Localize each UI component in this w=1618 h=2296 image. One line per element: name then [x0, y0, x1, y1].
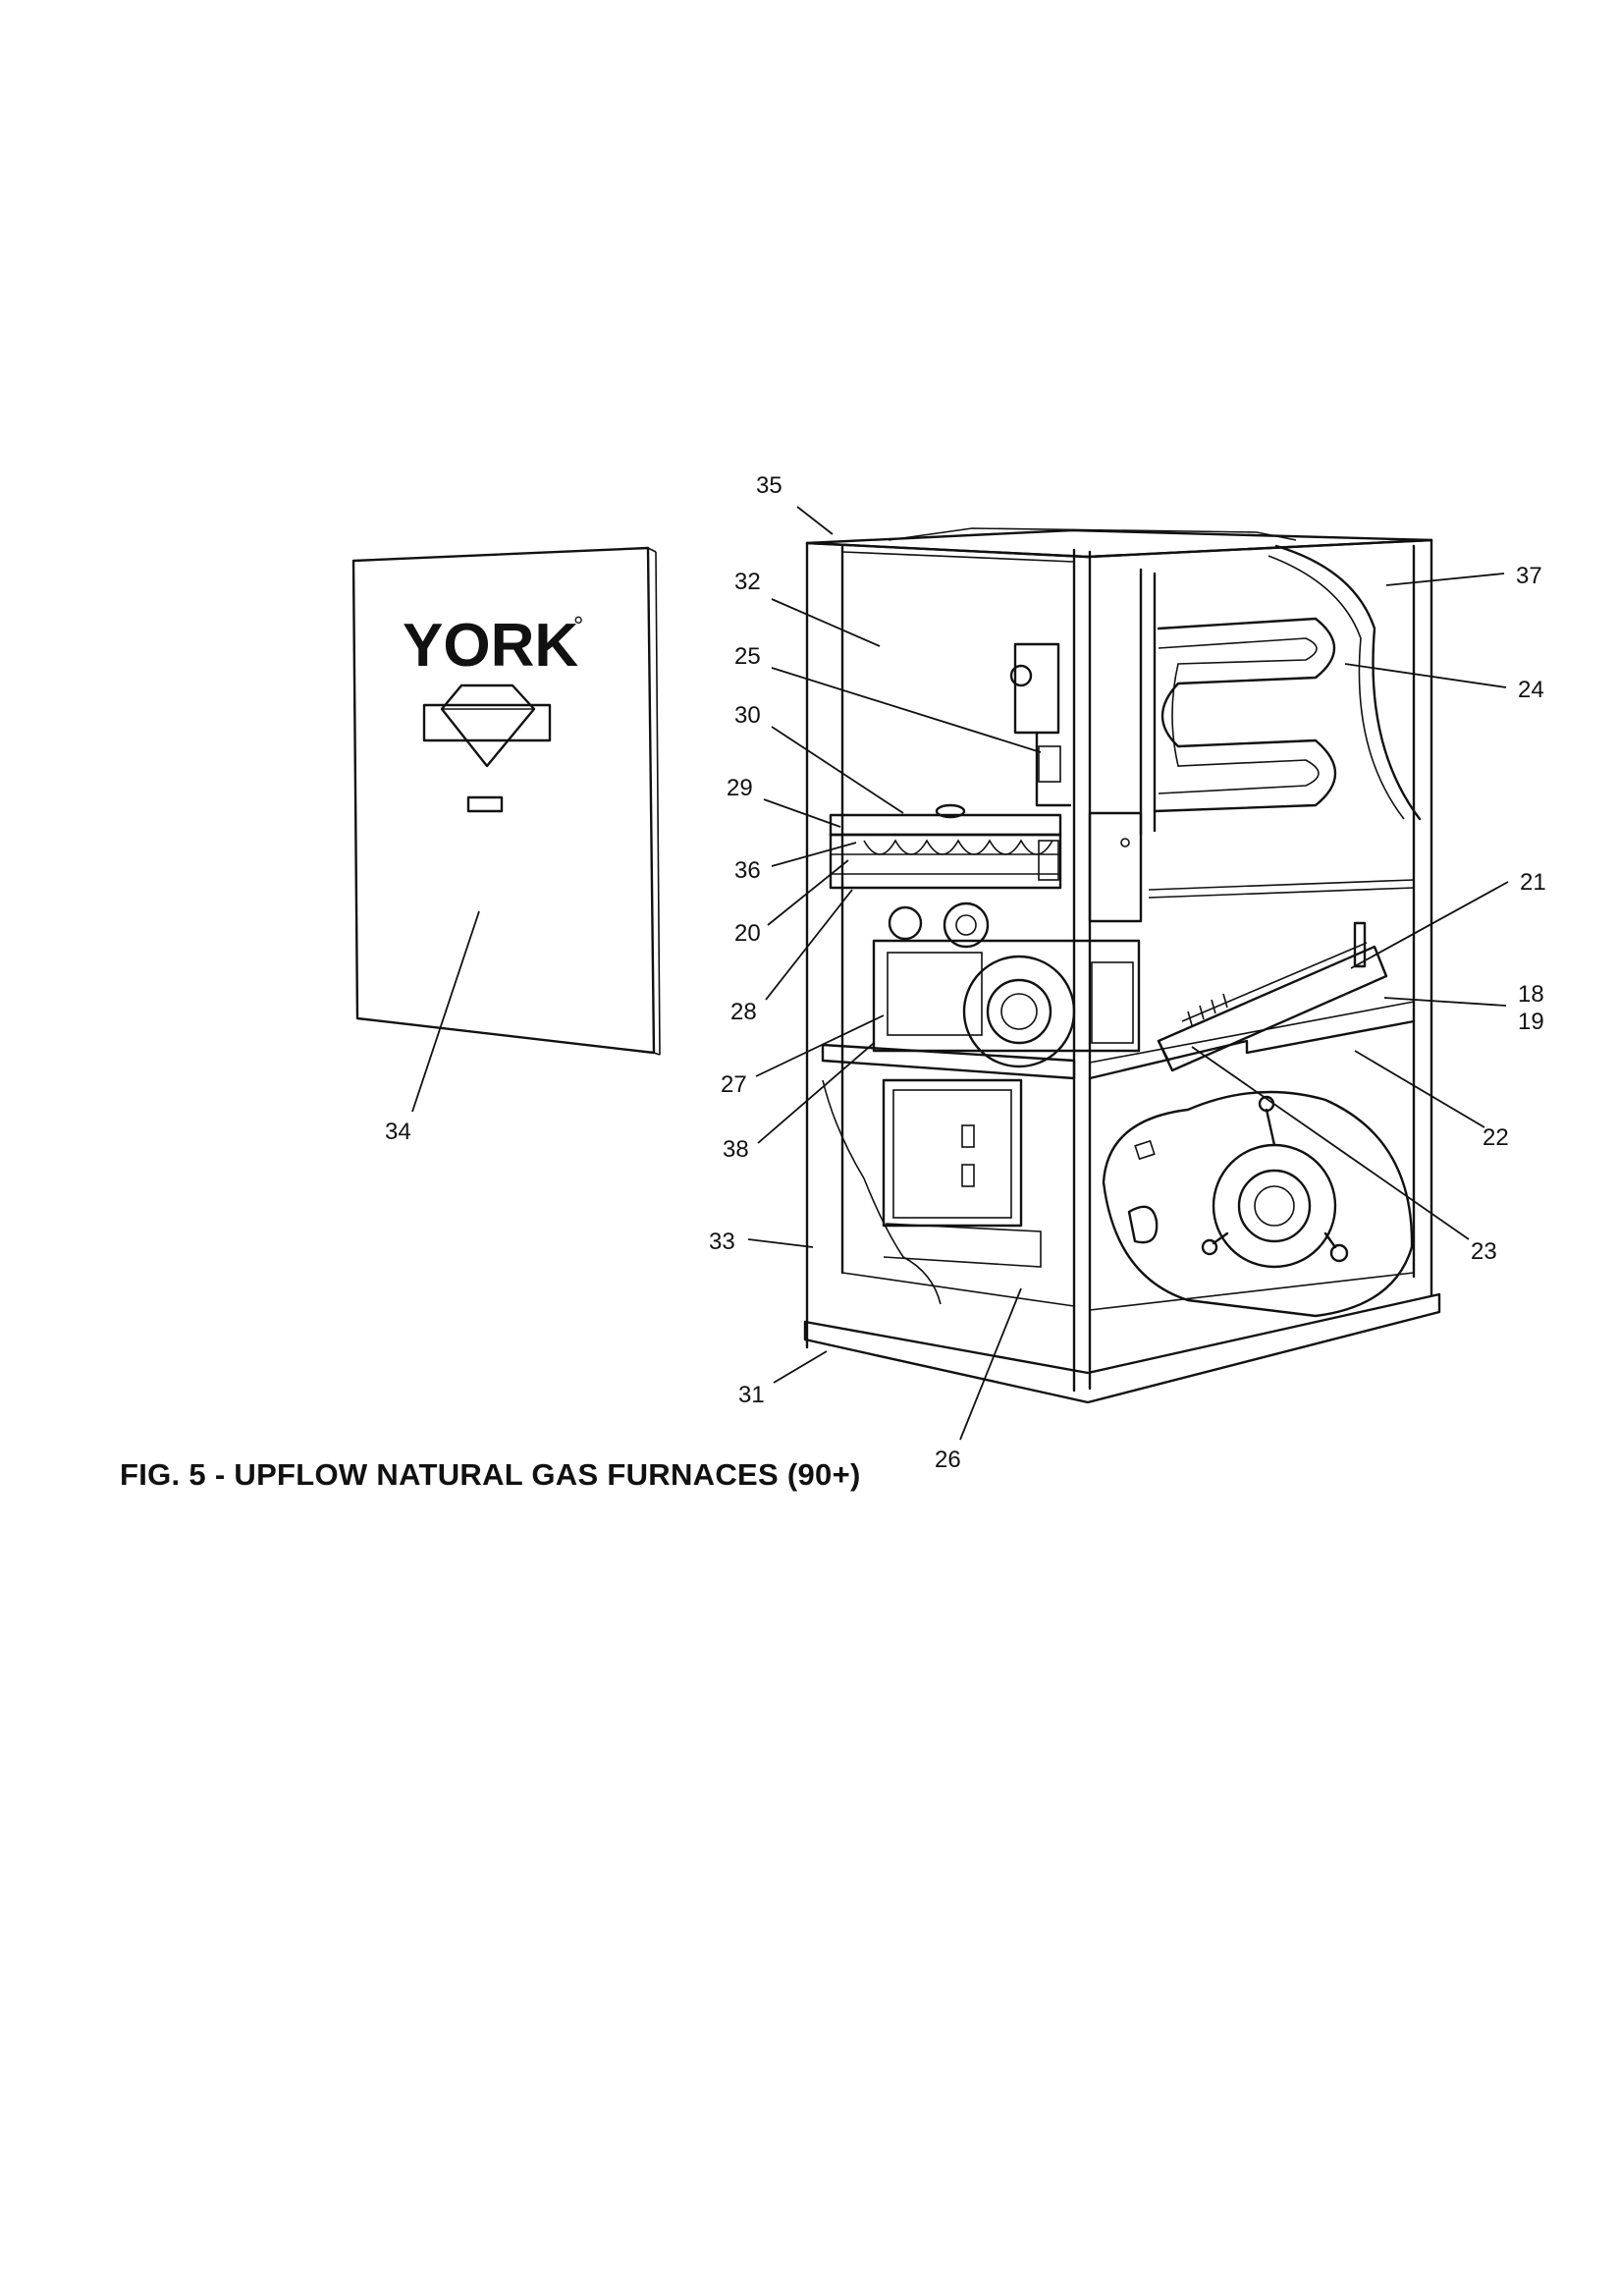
gas-valve-assembly: [1009, 642, 1143, 923]
callout-34: 34: [385, 1119, 411, 1145]
callout-18: 18: [1518, 981, 1544, 1008]
callout-32: 32: [734, 569, 761, 595]
control-box: [822, 1078, 1042, 1305]
drain-assembly: [1157, 921, 1388, 1072]
callout-29: 29: [727, 775, 753, 801]
blower-assembly: [1102, 1090, 1414, 1318]
york-logo-text: YORK: [403, 612, 578, 680]
door-panel: YORK °: [351, 546, 661, 1056]
callout-24: 24: [1518, 677, 1544, 703]
callout-37: 37: [1516, 563, 1542, 589]
callout-20: 20: [734, 920, 761, 947]
callout-35: 35: [756, 472, 782, 499]
callout-28: 28: [730, 999, 757, 1025]
heat-exchanger: [1139, 544, 1422, 837]
callout-19: 19: [1518, 1009, 1544, 1035]
figure-caption: FIG. 5 - UPFLOW NATURAL GAS FURNACES (90…: [120, 1457, 861, 1492]
door-handle: [466, 795, 504, 813]
callout-31: 31: [738, 1382, 765, 1408]
cabinet: [803, 527, 1441, 1404]
callout-21: 21: [1520, 869, 1546, 896]
callout-36: 36: [734, 857, 761, 884]
york-logo-mark: °: [573, 611, 583, 640]
callout-33: 33: [709, 1229, 735, 1255]
callouts: 35 32 37 25 24 30 29 36 21 20 18 19 2: [385, 472, 1546, 1473]
callout-27: 27: [721, 1071, 747, 1098]
callout-38: 38: [723, 1136, 749, 1163]
york-emblem-icon: [422, 683, 552, 768]
callout-25: 25: [734, 643, 761, 670]
callout-23: 23: [1471, 1238, 1497, 1265]
callout-26: 26: [935, 1447, 961, 1473]
callout-22: 22: [1483, 1124, 1509, 1151]
burner-assembly: [829, 803, 1062, 890]
inducer-assembly: [872, 902, 1141, 1068]
callout-30: 30: [734, 702, 761, 729]
